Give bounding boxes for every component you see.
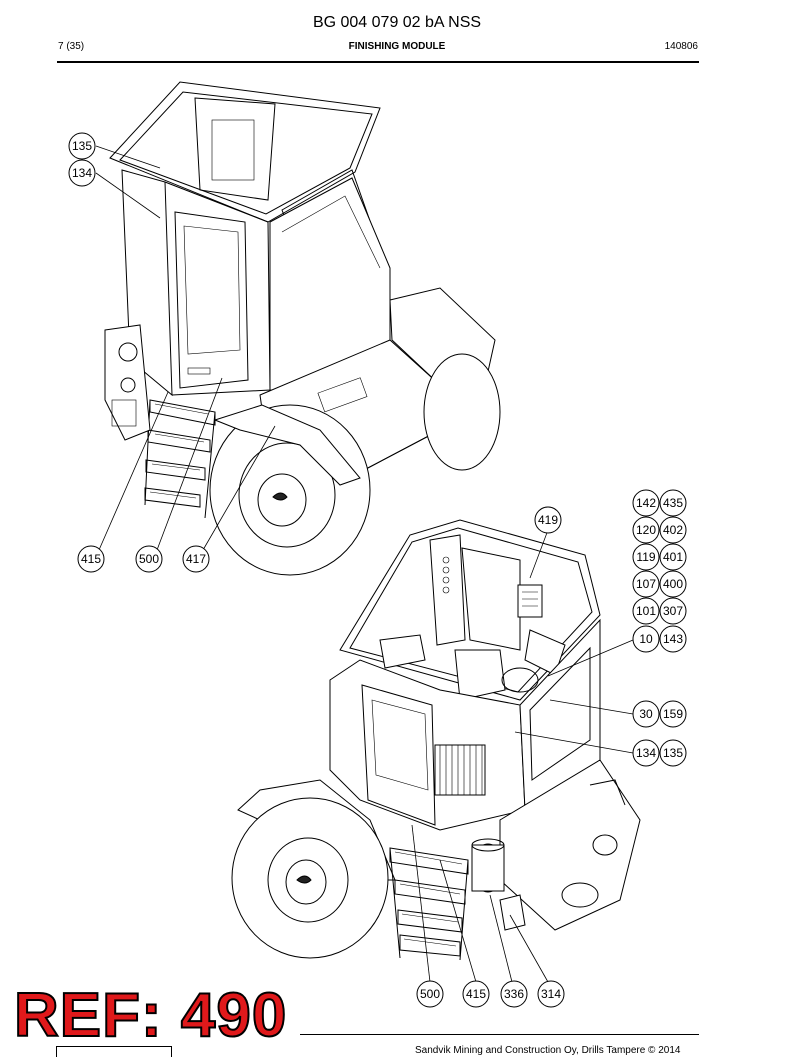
callout-10: 10 bbox=[632, 625, 660, 653]
section-title: FINISHING MODULE bbox=[348, 41, 446, 52]
callout-159: 159 bbox=[659, 700, 687, 728]
callout-120: 120 bbox=[632, 516, 660, 544]
callout-401: 401 bbox=[659, 543, 687, 571]
svg-text:107: 107 bbox=[636, 577, 656, 591]
svg-text:500: 500 bbox=[420, 987, 440, 1001]
svg-text:120: 120 bbox=[636, 523, 656, 537]
svg-text:314: 314 bbox=[541, 987, 561, 1001]
svg-text:415: 415 bbox=[81, 552, 101, 566]
svg-text:159: 159 bbox=[663, 707, 683, 721]
svg-text:415: 415 bbox=[466, 987, 486, 1001]
callout-134-top: 134 bbox=[68, 159, 96, 187]
svg-text:435: 435 bbox=[663, 496, 683, 510]
top-leader-lines bbox=[95, 145, 276, 551]
svg-text:30: 30 bbox=[639, 707, 653, 721]
top-steps bbox=[144, 399, 216, 519]
callout-101: 101 bbox=[632, 597, 660, 625]
callout-119: 119 bbox=[632, 543, 660, 571]
svg-text:336: 336 bbox=[504, 987, 524, 1001]
bottom-steps bbox=[389, 847, 469, 961]
callout-415-bottom: 415 bbox=[462, 980, 490, 1008]
callout-135-bottom: 135 bbox=[659, 739, 687, 767]
document-date: 140806 bbox=[664, 41, 698, 52]
callout-307: 307 bbox=[659, 597, 687, 625]
callout-314: 314 bbox=[537, 980, 565, 1008]
callout-135-top: 135 bbox=[68, 132, 96, 160]
callout-107: 107 bbox=[632, 570, 660, 598]
callout-500-top: 500 bbox=[135, 545, 163, 573]
callout-142: 142 bbox=[632, 489, 660, 517]
svg-text:10: 10 bbox=[639, 632, 653, 646]
svg-text:119: 119 bbox=[636, 550, 655, 564]
page-number: 7 (35) bbox=[58, 41, 85, 52]
company-logo bbox=[56, 1046, 172, 1057]
ref-stamp: REF: 490 bbox=[13, 981, 288, 1050]
svg-text:402: 402 bbox=[663, 523, 683, 537]
svg-text:101: 101 bbox=[636, 604, 656, 618]
bottom-cab-illustration bbox=[231, 519, 641, 961]
svg-text:143: 143 bbox=[663, 632, 683, 646]
callout-402: 402 bbox=[659, 516, 687, 544]
callout-500-bottom: 500 bbox=[416, 980, 444, 1008]
svg-text:135: 135 bbox=[72, 139, 92, 153]
svg-text:134: 134 bbox=[636, 746, 656, 760]
callout-336: 336 bbox=[500, 980, 528, 1008]
callout-143: 143 bbox=[659, 625, 687, 653]
footer-rule bbox=[300, 1034, 699, 1035]
bottom-leader-lines bbox=[411, 529, 634, 983]
document-title: BG 004 079 02 bA NSS bbox=[312, 14, 482, 31]
callout-417-top: 417 bbox=[182, 545, 210, 573]
header-rule bbox=[57, 61, 699, 63]
callout-419: 419 bbox=[534, 506, 562, 534]
svg-text:134: 134 bbox=[72, 166, 92, 180]
footer-copyright: Sandvik Mining and Construction Oy, Dril… bbox=[415, 1045, 681, 1056]
svg-text:401: 401 bbox=[663, 550, 683, 564]
svg-text:419: 419 bbox=[538, 513, 558, 527]
callout-435: 435 bbox=[659, 489, 687, 517]
callout-134-bottom: 134 bbox=[632, 739, 660, 767]
svg-text:500: 500 bbox=[139, 552, 159, 566]
svg-text:400: 400 bbox=[663, 577, 683, 591]
top-cab-illustration bbox=[104, 81, 501, 576]
svg-text:307: 307 bbox=[663, 604, 683, 618]
svg-text:135: 135 bbox=[663, 746, 683, 760]
callout-400: 400 bbox=[659, 570, 687, 598]
callout-415-top: 415 bbox=[77, 545, 105, 573]
svg-text:142: 142 bbox=[636, 496, 656, 510]
callout-30: 30 bbox=[632, 700, 660, 728]
svg-text:417: 417 bbox=[186, 552, 206, 566]
